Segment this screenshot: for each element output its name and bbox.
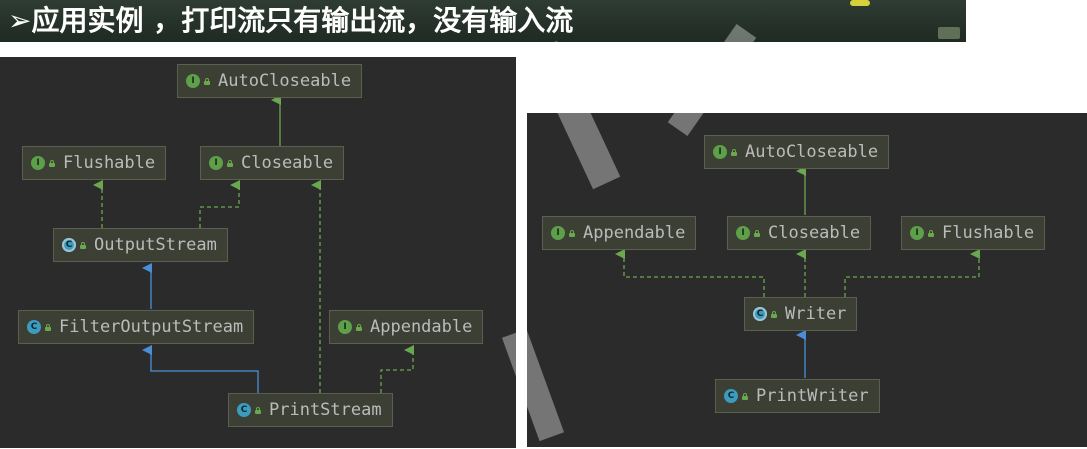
- node-closeable[interactable]: I Closeable: [200, 146, 345, 180]
- node-label: Closeable: [241, 153, 334, 173]
- node-closeable[interactable]: I Closeable: [727, 216, 872, 250]
- node-outputstream[interactable]: C OutputStream: [53, 228, 228, 262]
- edge-outputstream-to-closeable: [199, 180, 240, 228]
- lock-icon: [356, 323, 362, 331]
- node-label: AutoCloseable: [218, 71, 352, 91]
- interface-badge-icon: I: [338, 320, 352, 334]
- edge-writer-to-appendable: [615, 249, 765, 297]
- lock-icon: [204, 77, 210, 85]
- title-banner: ➢应用实例 ，打印流只有输出流，没有输入流: [0, 0, 966, 42]
- node-autocloseable[interactable]: I AutoCloseable: [704, 135, 890, 169]
- node-writer[interactable]: C Writer: [744, 297, 858, 331]
- left-diagram-edges: [93, 95, 414, 393]
- node-label: PrintWriter: [756, 386, 869, 406]
- lock-icon: [569, 229, 575, 237]
- node-printwriter[interactable]: C PrintWriter: [715, 379, 880, 413]
- lock-icon: [754, 229, 760, 237]
- node-label: Flushable: [942, 223, 1035, 243]
- node-label: Appendable: [583, 223, 686, 243]
- interface-badge-icon: I: [186, 74, 200, 88]
- lock-icon: [49, 159, 55, 167]
- node-flushable[interactable]: I Flushable: [22, 146, 167, 180]
- interface-badge-icon: I: [209, 156, 223, 170]
- node-flushable[interactable]: I Flushable: [901, 216, 1046, 250]
- lock-icon: [742, 392, 748, 400]
- node-appendable[interactable]: I Appendable: [329, 310, 484, 344]
- interface-badge-icon: I: [31, 156, 45, 170]
- class-badge-icon: C: [27, 320, 41, 334]
- lock-icon: [45, 323, 51, 331]
- lock-icon: [771, 310, 777, 318]
- abstract-class-badge-icon: C: [62, 238, 76, 252]
- node-label: Flushable: [63, 153, 156, 173]
- node-label: Writer: [785, 304, 847, 324]
- lock-icon: [80, 241, 86, 249]
- node-autocloseable[interactable]: I AutoCloseable: [177, 64, 363, 98]
- interface-badge-icon: I: [551, 226, 565, 240]
- node-label: OutputStream: [94, 235, 217, 255]
- interface-badge-icon: I: [736, 226, 750, 240]
- interface-badge-icon: I: [910, 226, 924, 240]
- node-label: Closeable: [768, 223, 861, 243]
- printwriter-diagram-panel: I AutoCloseable I Appendable I Closeable…: [527, 113, 1087, 447]
- node-label: AutoCloseable: [745, 142, 879, 162]
- node-label: Appendable: [370, 317, 473, 337]
- right-diagram-edges: [615, 166, 980, 378]
- class-badge-icon: C: [724, 389, 738, 403]
- node-printstream[interactable]: C PrintStream: [228, 393, 393, 427]
- banner-highlight: [850, 0, 870, 6]
- abstract-class-badge-icon: C: [753, 307, 767, 321]
- banner-logo-icon: [938, 27, 960, 39]
- edge-printstream-to-appendable: [380, 345, 414, 393]
- lock-icon: [255, 406, 261, 414]
- lock-icon: [928, 229, 934, 237]
- edge-printstream-to-filteroutputstream: [142, 345, 259, 393]
- node-label: FilterOutputStream: [59, 317, 244, 337]
- lock-icon: [731, 148, 737, 156]
- edge-writer-to-flushable: [844, 249, 980, 297]
- interface-badge-icon: I: [713, 145, 727, 159]
- lock-icon: [227, 159, 233, 167]
- node-label: PrintStream: [269, 400, 382, 420]
- node-filteroutputstream[interactable]: C FilterOutputStream: [18, 310, 255, 344]
- class-badge-icon: C: [237, 403, 251, 417]
- banner-title: ➢应用实例 ，打印流只有输出流，没有输入流: [8, 4, 574, 37]
- printstream-diagram-panel: I AutoCloseable I Flushable I Closeable …: [0, 57, 516, 448]
- node-appendable[interactable]: I Appendable: [542, 216, 697, 250]
